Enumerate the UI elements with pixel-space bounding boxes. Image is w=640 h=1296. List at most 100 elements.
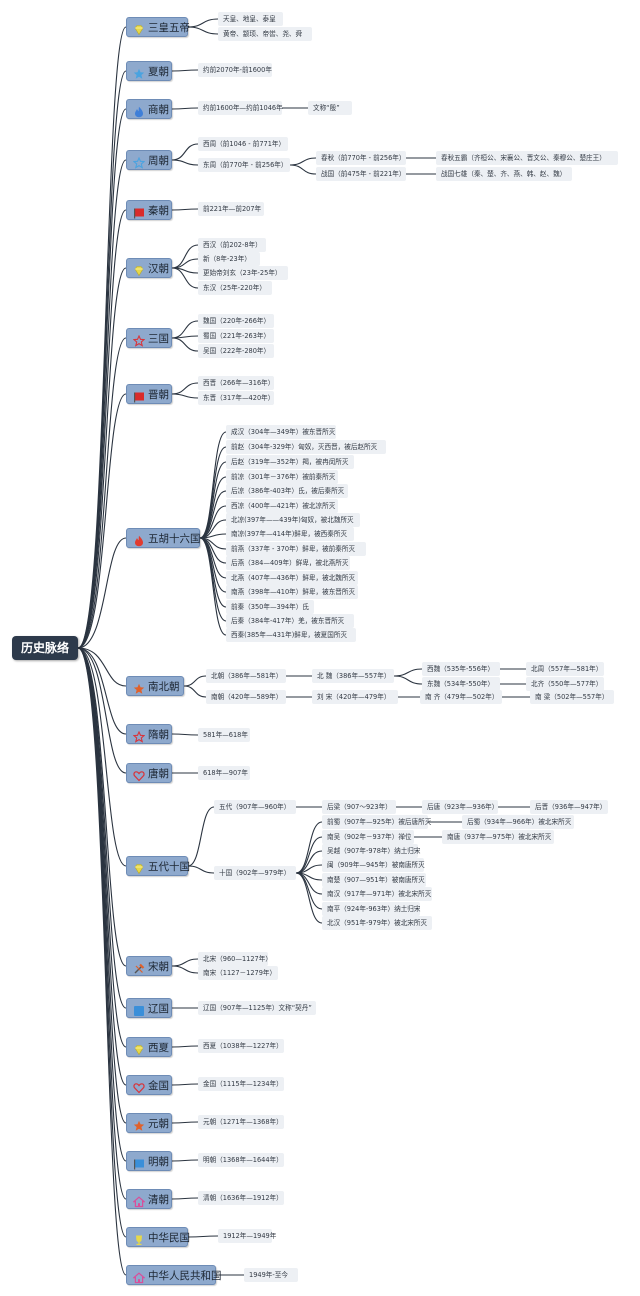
dynasty-node[interactable]: 晋朝 — [126, 384, 172, 404]
branch-node[interactable]: 吴越（907年-978年）纳土归宋 — [322, 844, 421, 858]
branch-node[interactable]: 春秋（前770年 - 前256年） — [316, 151, 406, 165]
branch-node[interactable]: 约前1600年—约前1046年 — [198, 101, 283, 115]
branch-node[interactable]: 魏国（220年-266年） — [198, 314, 274, 328]
dynasty-node[interactable]: 三国 — [126, 328, 172, 348]
branch-node[interactable]: 南朝（420年—589年） — [206, 690, 286, 704]
branch-node[interactable]: 黄帝、颛顼、帝喾、尧、舜 — [218, 27, 312, 41]
branch-node[interactable]: 后赵（319年—352年）羯，被冉闵所灭 — [226, 455, 354, 469]
branch-node[interactable]: 元朝（1271年—1368年） — [198, 1115, 284, 1129]
branch-node[interactable]: 战国七雄（秦、楚、齐、燕、韩、赵、魏） — [436, 167, 572, 181]
branch-node[interactable]: 东周（前770年 - 前256年） — [198, 158, 290, 172]
branch-node[interactable]: 后燕（384—409年）鲜卑，被北燕所灭 — [226, 556, 350, 570]
branch-node[interactable]: 西晋（266年—316年） — [198, 376, 274, 390]
dynasty-node[interactable]: 商朝 — [126, 99, 172, 119]
branch-node[interactable]: 南楚（907—951年）被南唐所灭 — [322, 873, 426, 887]
dynasty-node[interactable]: 辽国 — [126, 998, 172, 1018]
dynasty-node[interactable]: 宋朝 — [126, 956, 172, 976]
branch-node[interactable]: 明朝（1368年—1644年） — [198, 1153, 284, 1167]
branch-node[interactable]: 后梁（907～923年） — [322, 800, 396, 814]
branch-node[interactable]: 东汉（25年-220年） — [198, 281, 272, 295]
branch-node[interactable]: 西凉（400年—421年）被北凉所灭 — [226, 499, 338, 513]
branch-node[interactable]: 南宋（1127－1279年） — [198, 966, 278, 980]
branch-node[interactable]: 后唐（923年—936年） — [422, 800, 498, 814]
dynasty-node[interactable]: 秦朝 — [126, 200, 172, 220]
branch-node[interactable]: 东魏（534年-550年） — [422, 677, 500, 691]
branch-link — [199, 537, 227, 636]
branch-node[interactable]: 闽（909年—945年）被南唐所灭 — [322, 858, 425, 872]
branch-node[interactable]: 北周（557年—581年） — [526, 662, 604, 676]
branch-node[interactable]: 清朝（1636年—1912年） — [198, 1191, 284, 1205]
branch-node[interactable]: 西魏（535年-556年） — [422, 662, 500, 676]
branch-node[interactable]: 南汉（917年—971年）被北宋所灭 — [322, 887, 432, 901]
branch-node[interactable]: 成汉（304年—349年）被东晋所灭 — [226, 425, 336, 439]
dynasty-node[interactable]: 周朝 — [126, 150, 172, 170]
branch-node[interactable]: 十国（902年—979年） — [214, 866, 296, 880]
dynasty-node[interactable]: 五胡十六国 — [126, 528, 201, 548]
branch-node[interactable]: 后秦（384年-417年）羌，被东晋所灭 — [226, 614, 354, 628]
dynasty-node[interactable]: 夏朝 — [126, 61, 172, 81]
branch-node[interactable]: 南吴（902年－937年）禅位 — [322, 830, 414, 844]
branch-node[interactable]: 南 齐（479年—502年） — [420, 690, 502, 704]
branch-node[interactable]: 前赵（304年-329年）匈奴，灭西晋，被后赵所灭 — [226, 440, 386, 454]
branch-node[interactable]: 后蜀（934年—966年）被北宋所灭 — [462, 815, 574, 829]
branch-link — [199, 505, 227, 539]
branch-node[interactable]: 更始帝刘玄（23年-25年） — [198, 266, 288, 280]
branch-node[interactable]: 刘 宋（420年—479年） — [312, 690, 398, 704]
dynasty-node[interactable]: 西夏 — [126, 1037, 172, 1057]
branch-node[interactable]: 后晋（936年—947年） — [530, 800, 608, 814]
branch-node[interactable]: 1949年-至今 — [244, 1268, 298, 1282]
branch-node[interactable]: 辽国（907年—1125年）文称“契丹” — [198, 1001, 316, 1015]
branch-node[interactable]: 战国（前475年 - 前221年） — [316, 167, 406, 181]
dynasty-node[interactable]: 清朝 — [126, 1189, 172, 1209]
branch-node[interactable]: 五代（907年—960年） — [214, 800, 296, 814]
dynasty-node[interactable]: 隋朝 — [126, 724, 172, 744]
branch-node[interactable]: 约前2070年-前1600年 — [198, 63, 272, 77]
branch-node[interactable]: 天皇、地皇、泰皇 — [218, 12, 283, 26]
dynasty-node[interactable]: 南北朝 — [126, 676, 184, 696]
branch-node[interactable]: 蜀国（221年-263年） — [198, 329, 274, 343]
branch-node[interactable]: 前蜀（907年—925年）被后唐所灭 — [322, 815, 431, 829]
branch-node[interactable]: 新（8年-23年） — [198, 252, 260, 266]
branch-node[interactable]: 南 梁（502年—557年） — [530, 690, 614, 704]
branch-node[interactable]: 后凉（386年-403年）氐，被后秦所灭 — [226, 484, 348, 498]
trunk-link — [77, 647, 127, 867]
dynasty-node[interactable]: 金国 — [126, 1075, 172, 1095]
branch-node[interactable]: 北凉(397年——439年)匈奴，被北魏所灭 — [226, 513, 360, 527]
dynasty-node[interactable]: 汉朝 — [126, 258, 172, 278]
branch-node[interactable]: 前凉（301年－376年）被前秦所灭 — [226, 470, 338, 484]
branch-node[interactable]: 前燕（337年 - 370年）鲜卑，被前秦所灭 — [226, 542, 366, 556]
branch-node[interactable]: 文称“殷” — [308, 101, 352, 115]
branch-node[interactable]: 金国（1115年—1234年） — [198, 1077, 284, 1091]
branch-node[interactable]: 北宋（960—1127年） — [198, 952, 272, 966]
branch-node[interactable]: 西秦(385年—431年)鲜卑，被夏国所灭 — [226, 628, 356, 642]
branch-node[interactable]: 南平（924年-963年）纳土归宋 — [322, 902, 421, 916]
branch-node[interactable]: 1912年—1949年 — [218, 1229, 276, 1243]
branch-node[interactable]: 北燕（407年—436年）鲜卑，被北魏所灭 — [226, 571, 358, 585]
root-node[interactable]: 历史脉络 — [12, 636, 78, 660]
branch-node[interactable]: 北 魏（386年—557年） — [312, 669, 394, 683]
branch-node[interactable]: 南唐（937年—975年）被北宋所灭 — [442, 830, 554, 844]
branch-node[interactable]: 北朝（386年—581年） — [206, 669, 286, 683]
branch-node[interactable]: 581年—618年 — [198, 728, 250, 742]
branch-node[interactable]: 北汉（951年-979年）被北宋所灭 — [322, 916, 432, 930]
branch-node[interactable]: 西汉（前202-8年） — [198, 238, 266, 252]
branch-node[interactable]: 吴国（222年-280年） — [198, 344, 274, 358]
branch-node[interactable]: 春秋五霸（齐桓公、宋襄公、晋文公、秦穆公、楚庄王） — [436, 151, 618, 165]
dynasty-node[interactable]: 明朝 — [126, 1151, 172, 1171]
branch-node[interactable]: 西周（前1046 - 前771年） — [198, 137, 288, 151]
dynasty-node[interactable]: 中华人民共和国 — [126, 1265, 222, 1285]
branch-node[interactable]: 618年—907年 — [198, 766, 250, 780]
branch-node[interactable]: 北齐（550年—577年） — [526, 677, 604, 691]
branch-node[interactable]: 西夏（1038年—1227年） — [198, 1039, 284, 1053]
branch-node[interactable]: 前秦（350年—394年）氐 — [226, 600, 314, 614]
house-icon — [132, 1269, 146, 1284]
dynasty-node[interactable]: 五代十国 — [126, 856, 190, 876]
dynasty-node[interactable]: 唐朝 — [126, 763, 172, 783]
branch-node[interactable]: 东晋（317年—420年） — [198, 391, 274, 405]
branch-node[interactable]: 南燕（398年—410年）鲜卑，被东晋所灭 — [226, 585, 358, 599]
dynasty-node[interactable]: 元朝 — [126, 1113, 172, 1133]
branch-node[interactable]: 南凉(397年—414年)鲜卑，被西秦所灭 — [226, 527, 354, 541]
dynasty-node[interactable]: 中华民国 — [126, 1227, 190, 1247]
dynasty-node[interactable]: 三皇五帝 — [126, 17, 190, 37]
branch-node[interactable]: 前221年—前207年 — [198, 202, 264, 216]
